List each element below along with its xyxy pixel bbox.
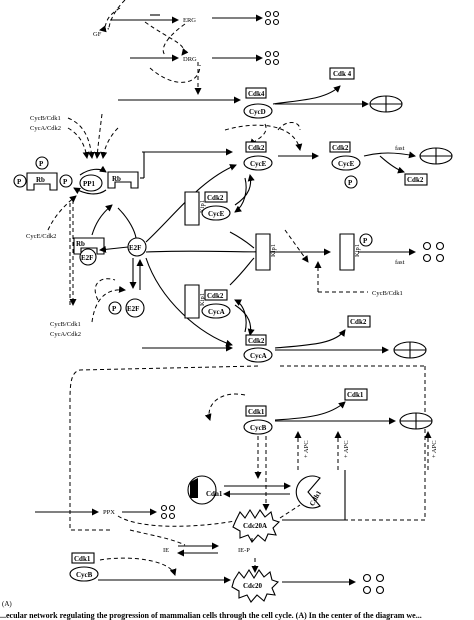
fast-label-2: fast <box>395 259 405 266</box>
cdk2-cyca-cyca-label: CycA <box>250 352 267 360</box>
p-label: P <box>363 237 368 245</box>
p-label: P <box>348 179 353 187</box>
phospho-p-icon <box>59 174 73 188</box>
p-label: P <box>17 178 22 186</box>
cdk2-cyca-cdk2-label: Cdk2 <box>248 337 265 345</box>
degradation-products-icon <box>264 50 280 66</box>
cdk1-free-label-1: Cdk1 <box>347 391 364 399</box>
cyca-cdk2-label-2: CycA/Cdk2 <box>50 331 81 338</box>
pp1-ellipse <box>79 174 103 192</box>
cycb-cdk1-label-2: CycB/Cdk1 <box>50 321 81 328</box>
phospho-p-icon <box>35 156 49 170</box>
kip1b-cdk2-label: Cdk2 <box>207 292 224 300</box>
rb-e2f-rb-label: Rb <box>76 240 85 248</box>
cdk2-free-label-2: Cdk2 <box>350 318 367 326</box>
cdk4-label: Cdk4 <box>248 90 265 98</box>
cycd-ellipse <box>243 103 273 119</box>
cdk4-free-label: Cdk 4 <box>333 70 352 78</box>
cycb-cdk1-label-3: CycB/Cdk1 <box>372 290 403 297</box>
pp1-label: PP1 <box>83 180 96 188</box>
e2f-p-label: E2F <box>127 305 139 313</box>
ppx-module: PPX <box>35 504 241 527</box>
cdh1-inactive-label: Cdh1 <box>308 489 323 508</box>
cdc20a-label: Cdc20A <box>243 522 267 530</box>
cycd-label: CycD <box>249 108 266 116</box>
kip1-label-3: Kip1 <box>270 244 277 257</box>
cyclin-degradation-icon <box>369 95 403 113</box>
figure-caption: ...ecular network regulating the progres… <box>0 611 422 620</box>
cdk2-cyce-module: Cdk2 CycE Cdk2 CycE P fast Cdk2 <box>224 122 453 189</box>
kip1-cdk2-cyca-complex: Kip1 Cdk2 CycA <box>184 284 231 319</box>
kip1-cyce-label: CycE <box>208 210 225 218</box>
cdk2-p-label: Cdk2 <box>332 144 349 152</box>
cycb-cdk1-label-1: CycB/Cdk1 <box>30 115 61 122</box>
p-label: P <box>112 305 117 313</box>
phospho-p-icon <box>13 174 27 188</box>
ppx-label: PPX <box>103 509 115 516</box>
cdc20-label: Cdc20 <box>243 582 263 590</box>
cdk4-free-box <box>329 67 355 80</box>
phospho-e2f: P E2F <box>108 298 145 318</box>
cyclin-degradation-icon <box>419 147 453 165</box>
e2f-label: E2F <box>129 244 141 252</box>
iep-label: IE-P <box>238 547 250 554</box>
p-label: P <box>39 160 44 168</box>
kip1-label-1: Kip1 <box>199 200 206 213</box>
cdk1-cycb-module: Cdk1 CycB Cdk1 + APC + APC + APC <box>204 388 438 511</box>
cycb-bottom-label: CycB <box>76 571 93 579</box>
cdk1-cycb-cycb-label: CycB <box>250 424 267 432</box>
cdc20-node: Cdc20 <box>231 568 280 603</box>
cdk4-cycd-module: Cdk4 CycD Cdk 4 <box>118 67 403 146</box>
cdk1-cycb-bottom: Cdk1 CycB <box>69 552 231 584</box>
degradation-products-icon <box>160 504 176 520</box>
cdh1-label: Cdh1 <box>206 490 223 498</box>
rb-shape <box>107 171 139 189</box>
panel-label: (A) <box>2 600 12 608</box>
gf-label: GF <box>93 31 102 38</box>
cdk2-free-label-1: Cdk2 <box>407 176 424 184</box>
cyce-cdk2-label: CycE/Cdk2 <box>26 233 56 240</box>
degradation-products-icon <box>362 573 385 595</box>
cdk1-bottom-label: Cdk1 <box>74 555 91 563</box>
kip1-phospho: Kip1 P <box>339 233 373 271</box>
drg-label: DRG <box>183 56 197 63</box>
kip1-cdk2-label: Cdk2 <box>207 194 224 202</box>
degradation-products-icon <box>264 10 280 26</box>
cdk1-cycb-cdk1-label: Cdk1 <box>248 408 265 416</box>
kip1-cdk2-cyce-complex: Kip1 Cdk2 CycE <box>184 191 231 226</box>
apc-label-2: + APC <box>343 440 350 458</box>
cyca-cdk2-label-1: CycA/Cdk2 <box>30 125 61 132</box>
kip1-label-2: Kip1 <box>199 293 206 306</box>
erg-label: ERG <box>183 17 196 24</box>
rb-label: Rb <box>36 176 45 184</box>
rb-e2f-complex: Rb E2F <box>73 237 105 266</box>
cdk2-cyce-cdk2-label: Cdk2 <box>248 144 265 152</box>
cdk2-cyce-cyce-label: CycE <box>250 160 267 168</box>
cyclin-degradation-icon <box>393 341 427 359</box>
ie-label: IE <box>163 547 169 554</box>
cdh1-module: Cdh1 Cdh1 <box>187 475 323 509</box>
gf-erg-drg-module: GF ERG DRG <box>93 0 280 95</box>
fast-label-1: fast <box>395 145 405 152</box>
kip1-free: Kip1 <box>255 233 277 271</box>
kip1-label-4: Kip1 <box>354 244 361 257</box>
apc-label-3: + APC <box>431 440 438 458</box>
rb-label-2: Rb <box>112 175 121 183</box>
p-label: P <box>63 178 68 186</box>
cdk4-box <box>245 87 267 99</box>
apc-label-1: + APC <box>303 440 310 458</box>
cyce-p-label: CycE <box>338 160 355 168</box>
cdk2-cyca-module: Cdk2 CycA Cdk2 <box>142 315 427 363</box>
cdc20a-node: Cdc20A <box>232 508 281 543</box>
cdh1-inactive-shape: Cdh1 <box>295 475 323 509</box>
ie-module: IE IE-P <box>129 529 259 573</box>
cyclin-degradation-icon <box>399 412 433 430</box>
degradation-products-icon <box>422 241 445 263</box>
rb-e2f-e2f-label: E2F <box>81 254 93 262</box>
rb-pp1-module: P P P Rb PP1 Rb <box>13 148 233 195</box>
rb-phospho-shape <box>26 172 58 191</box>
kip1b-cyca-label: CycA <box>208 308 225 316</box>
